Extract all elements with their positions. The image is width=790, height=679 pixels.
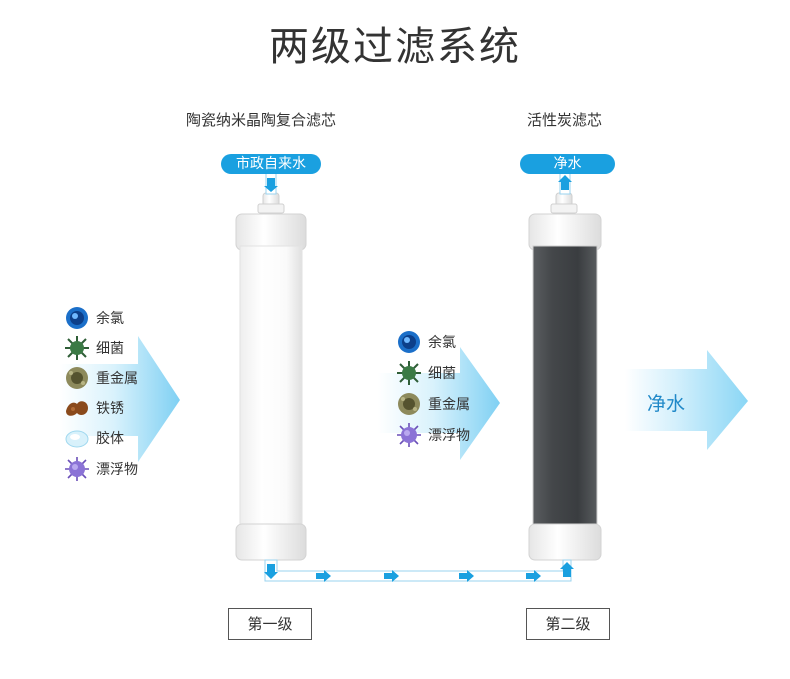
- floating-matter-icon: [65, 457, 89, 481]
- output-water-label: 净水: [520, 154, 615, 174]
- contaminant-label: 漂浮物: [428, 428, 470, 444]
- connecting-pipe: [264, 559, 574, 582]
- contaminant-label: 余氯: [96, 311, 124, 327]
- contaminant-item: 余氯: [396, 329, 456, 355]
- bacteria-icon: [65, 336, 89, 360]
- heavy-metal-icon: [66, 367, 88, 389]
- contaminant-label: 细菌: [428, 366, 456, 382]
- contaminant-label: 漂浮物: [96, 462, 138, 478]
- floating-matter-icon: [397, 423, 421, 447]
- output-arrow-label: 净水: [647, 393, 686, 415]
- contaminant-item: 细菌: [396, 360, 456, 386]
- contaminant-item: 漂浮物: [64, 456, 138, 482]
- first-filter-name: 陶瓷纳米晶陶复合滤芯: [186, 111, 337, 129]
- second-filter-cartridge: [528, 192, 602, 561]
- contaminant-label: 重金属: [428, 397, 470, 413]
- contaminant-item: 细菌: [64, 335, 124, 361]
- chlorine-icon: [398, 331, 420, 353]
- stage-two-label: 第二级: [526, 608, 610, 640]
- stage-one-label: 第一级: [228, 608, 312, 640]
- bacteria-icon: [397, 361, 421, 385]
- page-title: 两级过滤系统: [269, 24, 521, 70]
- inlet-arrow: [264, 171, 278, 195]
- second-filter-name: 活性炭滤芯: [527, 111, 603, 129]
- contaminant-label: 铁锈: [96, 401, 124, 417]
- contaminant-item: 胶体: [64, 425, 124, 451]
- contaminant-label: 细菌: [96, 341, 124, 357]
- outlet-arrow: [558, 171, 572, 195]
- rust-icon: [66, 401, 88, 416]
- contaminant-item: 重金属: [396, 391, 470, 417]
- chlorine-icon: [66, 307, 88, 329]
- heavy-metal-icon: [398, 393, 420, 415]
- contaminant-item: 铁锈: [64, 395, 124, 421]
- first-filter-cartridge: [235, 192, 307, 561]
- output-flow-arrow: [625, 350, 748, 450]
- contaminant-label: 胶体: [96, 431, 124, 447]
- input-water-label: 市政自来水: [221, 154, 321, 174]
- incoming-flow-arrow: [60, 336, 180, 462]
- contaminant-label: 重金属: [96, 371, 138, 387]
- colloid-icon: [65, 430, 89, 448]
- contaminant-label: 余氯: [428, 335, 456, 351]
- contaminant-item: 漂浮物: [396, 422, 470, 448]
- contaminant-item: 重金属: [64, 365, 138, 391]
- contaminant-item: 余氯: [64, 305, 124, 331]
